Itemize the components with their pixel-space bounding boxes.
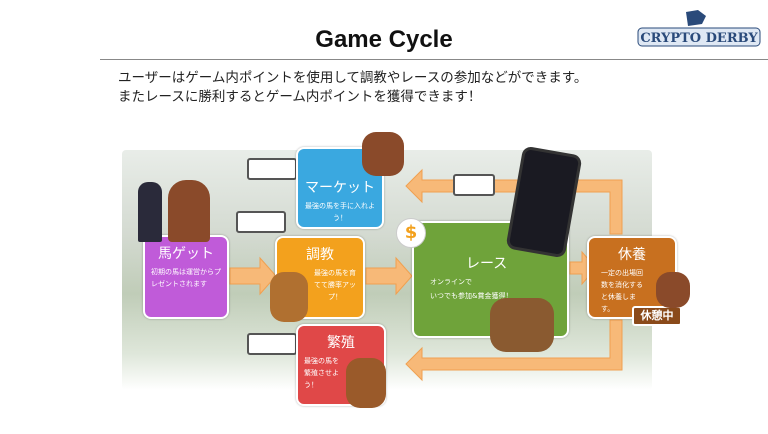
intro-line-2: またレースに勝利するとゲーム内ポイントを獲得できます！ [118, 89, 482, 105]
step-desc-1: オンラインで [430, 278, 472, 286]
jockey-illustration [270, 272, 308, 322]
step-title: 調教 [306, 247, 334, 263]
step-desc: 初期の馬は運営からプレゼントされます [151, 268, 221, 288]
svg-text:CRYPTO DERBY: CRYPTO DERBY [640, 31, 758, 46]
step-title: マーケット [305, 180, 375, 196]
step-title: レース [466, 256, 508, 272]
dollar-icon: $ [396, 218, 426, 248]
speech-bubble [247, 333, 297, 355]
arrow-get-to-train [229, 256, 277, 296]
slide-title: Game Cycle [315, 26, 453, 53]
resting-horse-illustration [656, 272, 690, 308]
step-desc: 最強の馬を繁殖させよう！ [304, 357, 339, 389]
man-illustration [138, 182, 162, 242]
racing-horses-illustration [490, 298, 554, 352]
step-desc-2: いつでも参加&賞金獲得！ [430, 292, 513, 300]
speech-bubble [453, 174, 495, 196]
step-desc: 一定の出場回数を消化すると休養します。 [601, 269, 643, 313]
step-horse-get: 馬ゲット 初期の馬は運営からプレゼントされます [143, 235, 229, 319]
foal-illustration [346, 358, 386, 408]
speech-bubble [236, 211, 286, 233]
resting-sign: 休憩中 [632, 306, 682, 326]
step-title: 馬ゲット [158, 246, 214, 262]
arrow-rest-to-breed [405, 319, 623, 382]
step-desc: 最強の馬を育てて勝率アップ！ [314, 269, 356, 301]
step-title: 繁殖 [327, 335, 355, 351]
step-title: 休養 [618, 247, 646, 263]
arrow-train-to-race [365, 256, 413, 296]
crypto-derby-logo: CRYPTO DERBY [637, 10, 761, 47]
step-desc: 最強の馬を手に入れよう！ [305, 202, 375, 222]
title-divider [100, 59, 768, 60]
market-horse-illustration [362, 132, 404, 176]
horse-illustration [168, 180, 210, 242]
speech-bubble [247, 158, 297, 180]
intro-line-1: ユーザーはゲーム内ポイントを使用して調教やレースの参加などができます。 [118, 70, 588, 86]
